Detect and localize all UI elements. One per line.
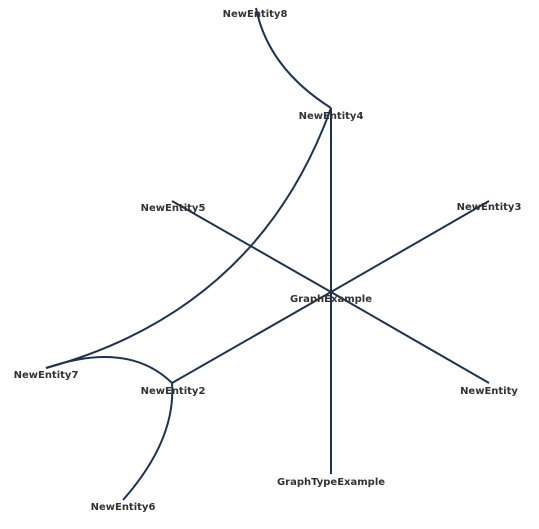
node-label-new-entity7[interactable]: NewEntity7 bbox=[14, 370, 79, 381]
node-label-graph-type-example[interactable]: GraphTypeExample bbox=[277, 477, 385, 488]
edge-new-entity4-to-new-entity8[interactable] bbox=[255, 7, 332, 109]
node-label-new-entity3[interactable]: NewEntity3 bbox=[457, 202, 522, 213]
node-label-new-entity[interactable]: NewEntity bbox=[460, 386, 518, 397]
node-label-graph-example[interactable]: GraphExample bbox=[290, 294, 372, 305]
edge-graph-example-to-new-entity2[interactable] bbox=[171, 291, 332, 384]
edges-layer bbox=[45, 7, 490, 501]
node-label-new-entity2[interactable]: NewEntity2 bbox=[141, 386, 206, 397]
edge-new-entity4-to-new-entity7[interactable] bbox=[45, 107, 332, 369]
edge-graph-example-to-new-entity3[interactable] bbox=[330, 200, 490, 293]
node-label-new-entity5[interactable]: NewEntity5 bbox=[141, 203, 206, 214]
labels-layer: GraphExampleNewEntityNewEntity2NewEntity… bbox=[14, 9, 522, 513]
node-label-new-entity6[interactable]: NewEntity6 bbox=[91, 502, 156, 513]
edge-graph-example-to-new-entity[interactable] bbox=[330, 291, 490, 384]
node-label-new-entity4[interactable]: NewEntity4 bbox=[299, 111, 364, 122]
edge-new-entity2-to-new-entity6[interactable] bbox=[122, 382, 174, 501]
node-label-new-entity8[interactable]: NewEntity8 bbox=[223, 9, 288, 20]
edge-new-entity7-to-new-entity2[interactable] bbox=[45, 355, 173, 384]
